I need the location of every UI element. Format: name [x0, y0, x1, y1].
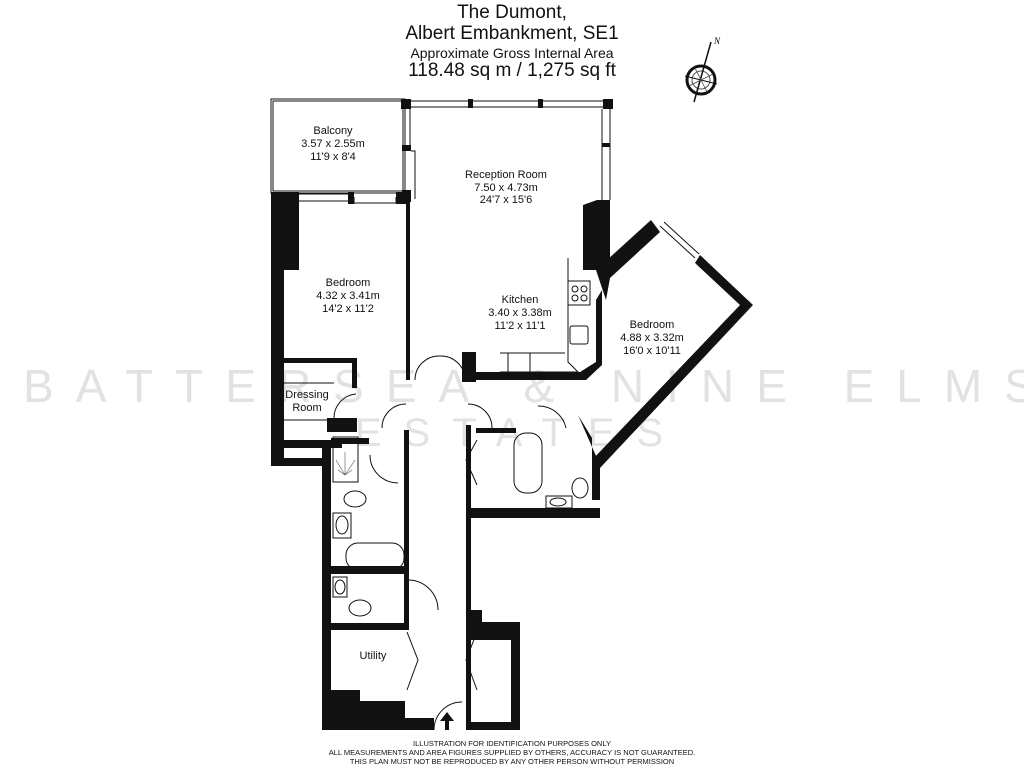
room-label-bedroom-1: Bedroom 4.32 x 3.41m 14'2 x 11'2 [316, 277, 380, 315]
watermark-line-1: BATTERSEA & NINE ELMS [23, 360, 1024, 412]
disclaimer-line-1: ILLUSTRATION FOR IDENTIFICATION PURPOSES… [413, 739, 611, 748]
room-label-utility: Utility [360, 650, 387, 662]
room-label-balcony: Balcony 3.57 x 2.55m 11'9 x 8'4 [301, 125, 365, 163]
room-metric: 4.88 x 3.32m [620, 332, 684, 344]
room-name: Dressing [285, 389, 328, 401]
outer-walls [271, 458, 331, 466]
room-imperial: 14'2 x 11'2 [322, 303, 374, 315]
room-name: Utility [360, 650, 387, 662]
bathroom-right [470, 405, 600, 518]
right-bedroom-walls [578, 220, 753, 500]
room-metric: 3.40 x 3.38m [488, 307, 552, 319]
room-label-dressing: Dressing Room [285, 389, 328, 414]
room-name-line2: Room [292, 402, 321, 414]
room-name: Kitchen [502, 294, 539, 306]
utility-room [331, 631, 434, 730]
kitchen [468, 258, 602, 380]
room-name: Bedroom [326, 277, 371, 289]
area-label: Approximate Gross Internal Area [410, 45, 614, 61]
room-label-reception: Reception Room 7.50 x 4.73m 24'7 x 15'6 [465, 169, 547, 206]
area-value: 118.48 sq m / 1,275 sq ft [408, 60, 616, 81]
room-label-kitchen: Kitchen 3.40 x 3.38m 11'2 x 11'1 [488, 294, 552, 332]
room-imperial: 11'9 x 8'4 [310, 151, 356, 163]
room-name: Bedroom [630, 319, 675, 331]
room-metric: 7.50 x 4.73m [474, 182, 538, 194]
dressing-room [284, 382, 357, 448]
bathrooms-left [322, 430, 439, 730]
room-imperial: 24'7 x 15'6 [480, 194, 533, 206]
reception-walls [401, 99, 613, 380]
disclaimer-line-3: THIS PLAN MUST NOT BE REPRODUCED BY ANY … [349, 757, 675, 766]
room-label-bedroom-2: Bedroom 4.88 x 3.32m 16'0 x 10'11 [620, 319, 684, 357]
building-address: Albert Embankment, SE1 [405, 23, 619, 44]
room-name: Balcony [313, 125, 353, 137]
building-name: The Dumont, [457, 2, 567, 23]
room-imperial: 11'2 x 11'1 [495, 320, 546, 332]
room-imperial: 16'0 x 10'11 [623, 345, 681, 357]
disclaimer-line-2: ALL MEASUREMENTS AND AREA FIGURES SUPPLI… [328, 748, 696, 757]
room-name: Reception Room [465, 169, 547, 181]
compass-rose-icon: N [684, 36, 721, 103]
room-metric: 3.57 x 2.55m [301, 138, 365, 150]
room-metric: 4.32 x 3.41m [316, 290, 380, 302]
entrance-arrow-icon [440, 712, 454, 730]
left-bedroom-walls [271, 192, 410, 458]
north-label: N [713, 36, 721, 46]
